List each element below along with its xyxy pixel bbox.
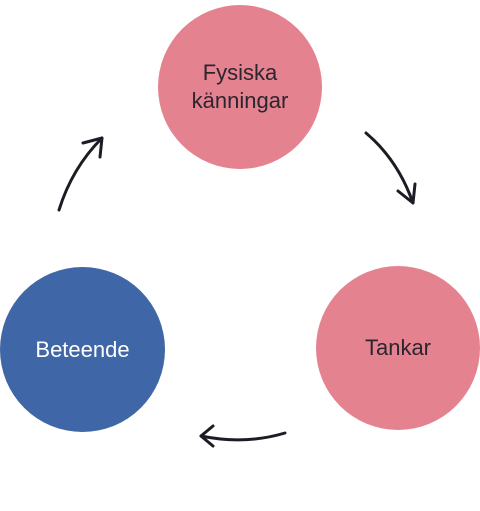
arrow-top-to-right [364,131,417,205]
node-fysiska-kanningar: Fysiska känningar [158,5,322,169]
node-beteende: Beteende [0,267,165,432]
arrow-right-to-left [199,424,287,448]
node-label-beteende: Beteende [35,336,130,362]
arrow-left-to-top [57,136,104,212]
node-tankar: Tankar [316,266,480,430]
node-label-tankar: Tankar [364,335,432,360]
node-label-fysiska-kanningar: Fysiska känningar [191,60,289,113]
